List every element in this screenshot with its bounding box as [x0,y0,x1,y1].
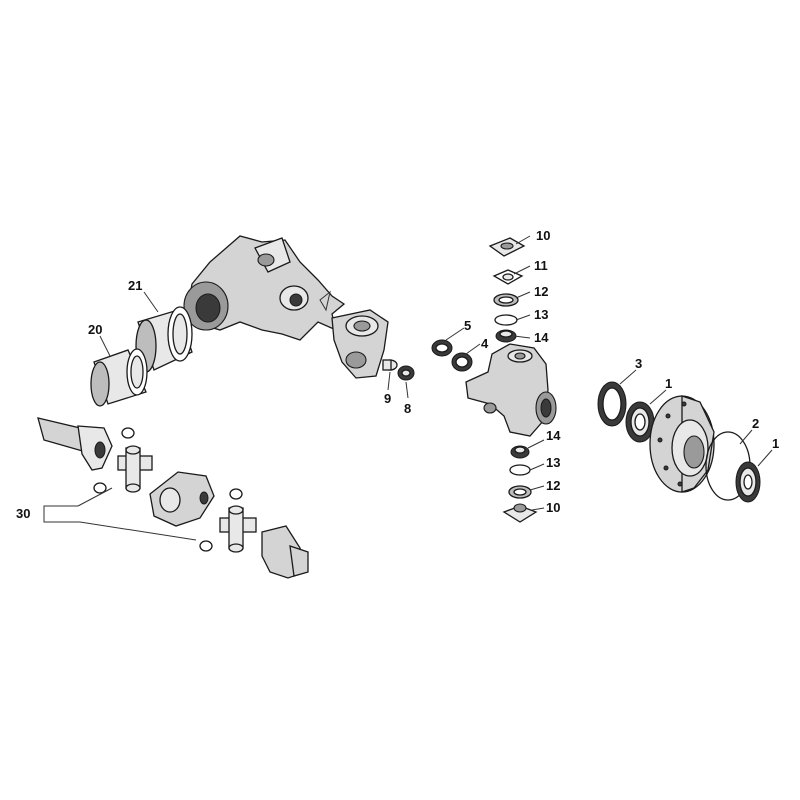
callout-12-bottom: 12 [546,478,560,493]
seal-3 [597,381,627,427]
bearing-14-bottom [510,445,530,459]
callout-2: 2 [752,416,759,431]
callout-14-top: 14 [534,330,549,345]
callout-13-bottom: 13 [546,455,560,470]
axle-yoke-part [331,309,389,379]
snap-ring-1b [93,482,107,494]
snap-ring-2b [199,540,213,552]
bearing-cup-20 [90,348,148,407]
callout-8: 8 [404,401,411,416]
drive-shaft-left [37,417,113,471]
callout-1-bottom: 1 [772,436,779,451]
callout-1-top: 1 [665,376,672,391]
callout-12-top: 12 [534,284,548,299]
callout-10-bottom: 10 [546,500,560,515]
bearing-14-top [495,329,517,343]
wheel-hub [649,395,715,493]
callout-11: 11 [534,258,548,273]
callout-14-bottom: 14 [546,428,561,443]
cap-10-bottom [502,503,538,523]
axle-housing [183,235,346,341]
callout-4: 4 [481,336,489,351]
pin-9 [382,359,398,371]
seal-4 [451,352,473,372]
washer-12-bottom [508,485,532,499]
callout-9: 9 [384,391,391,406]
callout-10-top: 10 [536,228,550,243]
steering-knuckle [465,343,557,437]
snap-ring-1a [121,427,135,439]
u-joint-cross-1 [117,445,153,493]
bearing-1-outer [735,461,761,503]
washer-12-top [493,293,519,307]
callout-3: 3 [635,356,642,371]
bearing-1-inner [625,401,655,443]
shim-13-top [494,314,518,326]
callout-13-top: 13 [534,307,548,322]
snap-ring-2a [229,488,243,500]
callout-21: 21 [128,278,142,293]
nut-8 [397,365,415,381]
shim-13-bottom [509,464,531,476]
callout-20: 20 [88,322,102,337]
u-joint-cross-2 [219,505,257,553]
callout-30: 30 [16,506,30,521]
seal-5 [431,339,453,357]
callout-5: 5 [464,318,471,333]
u-joint-yoke-middle [149,471,215,527]
drive-shaft-right [261,525,309,579]
cap-10-top [488,237,526,257]
